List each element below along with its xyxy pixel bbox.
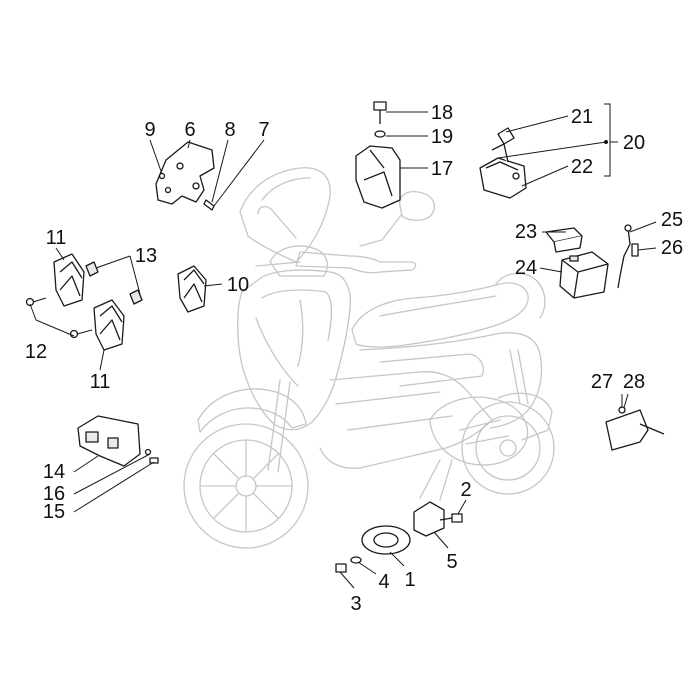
callout-14: 14: [43, 461, 65, 483]
part-screw-18: [373, 101, 387, 124]
callout-23: 23: [515, 221, 537, 243]
scooter-outline: [183, 167, 555, 549]
callout-5: 5: [446, 551, 457, 573]
callout-16: 16: [43, 483, 65, 505]
part-relay-holder-11-lower: [93, 299, 125, 351]
callout-12: 12: [25, 341, 47, 363]
callout-27: 27: [591, 371, 613, 393]
part-relay-holder-10: [177, 265, 207, 313]
callout-2: 2: [460, 479, 471, 501]
callout-18: 18: [431, 102, 453, 124]
callout-24: 24: [515, 257, 537, 279]
callout-25: 25: [661, 209, 683, 231]
part-relay-22: [479, 143, 527, 199]
part-bolt-3: [335, 563, 347, 573]
callout-13: 13: [135, 245, 157, 267]
callout-labels: 1 2 3 4 5 6 7 8 9 10 11 11 12 13 14 15 1…: [25, 102, 683, 615]
part-washer-9: [158, 172, 166, 180]
part-screw-26: [631, 243, 639, 257]
callout-21: 21: [571, 106, 593, 128]
callout-20: 20: [623, 132, 645, 154]
part-bracket-27: [605, 409, 665, 451]
part-washer-4: [350, 556, 362, 564]
part-bracket-plate-6: [155, 141, 215, 205]
part-relay-holder-11-upper: [53, 253, 85, 307]
part-bolt-2: [439, 513, 463, 523]
callout-10: 10: [227, 274, 249, 296]
part-fuse-21: [497, 127, 515, 145]
part-screw-7: [203, 199, 215, 211]
callout-6: 6: [184, 119, 195, 141]
callout-11-upper: 11: [46, 227, 67, 249]
part-battery-24: [559, 251, 609, 299]
part-screw-15: [149, 457, 159, 464]
callout-19: 19: [431, 126, 453, 148]
callout-1: 1: [404, 569, 415, 591]
callout-15: 15: [43, 501, 65, 523]
callout-7: 7: [258, 119, 269, 141]
part-bracket-14: [77, 415, 141, 467]
callout-9: 9: [144, 119, 155, 141]
part-bracket-17: [355, 145, 401, 209]
callout-3: 3: [350, 593, 361, 615]
part-horn-bracket-5: [413, 501, 445, 537]
part-screw-12-upper: [25, 297, 47, 307]
part-battery-strap-23: [545, 227, 583, 253]
callout-11-lower: 11: [90, 371, 111, 393]
part-cable-25: [617, 224, 632, 289]
callout-26: 26: [661, 237, 683, 259]
leader-lines: [29, 103, 657, 589]
part-clip-13-upper: [85, 261, 99, 277]
callout-4: 4: [378, 571, 389, 593]
part-clip-13-lower: [129, 289, 143, 305]
callout-28: 28: [623, 371, 645, 393]
callout-22: 22: [571, 156, 593, 178]
part-washer-19: [374, 130, 386, 138]
callout-17: 17: [431, 158, 453, 180]
callout-8: 8: [224, 119, 235, 141]
part-horn-1: [361, 525, 411, 555]
